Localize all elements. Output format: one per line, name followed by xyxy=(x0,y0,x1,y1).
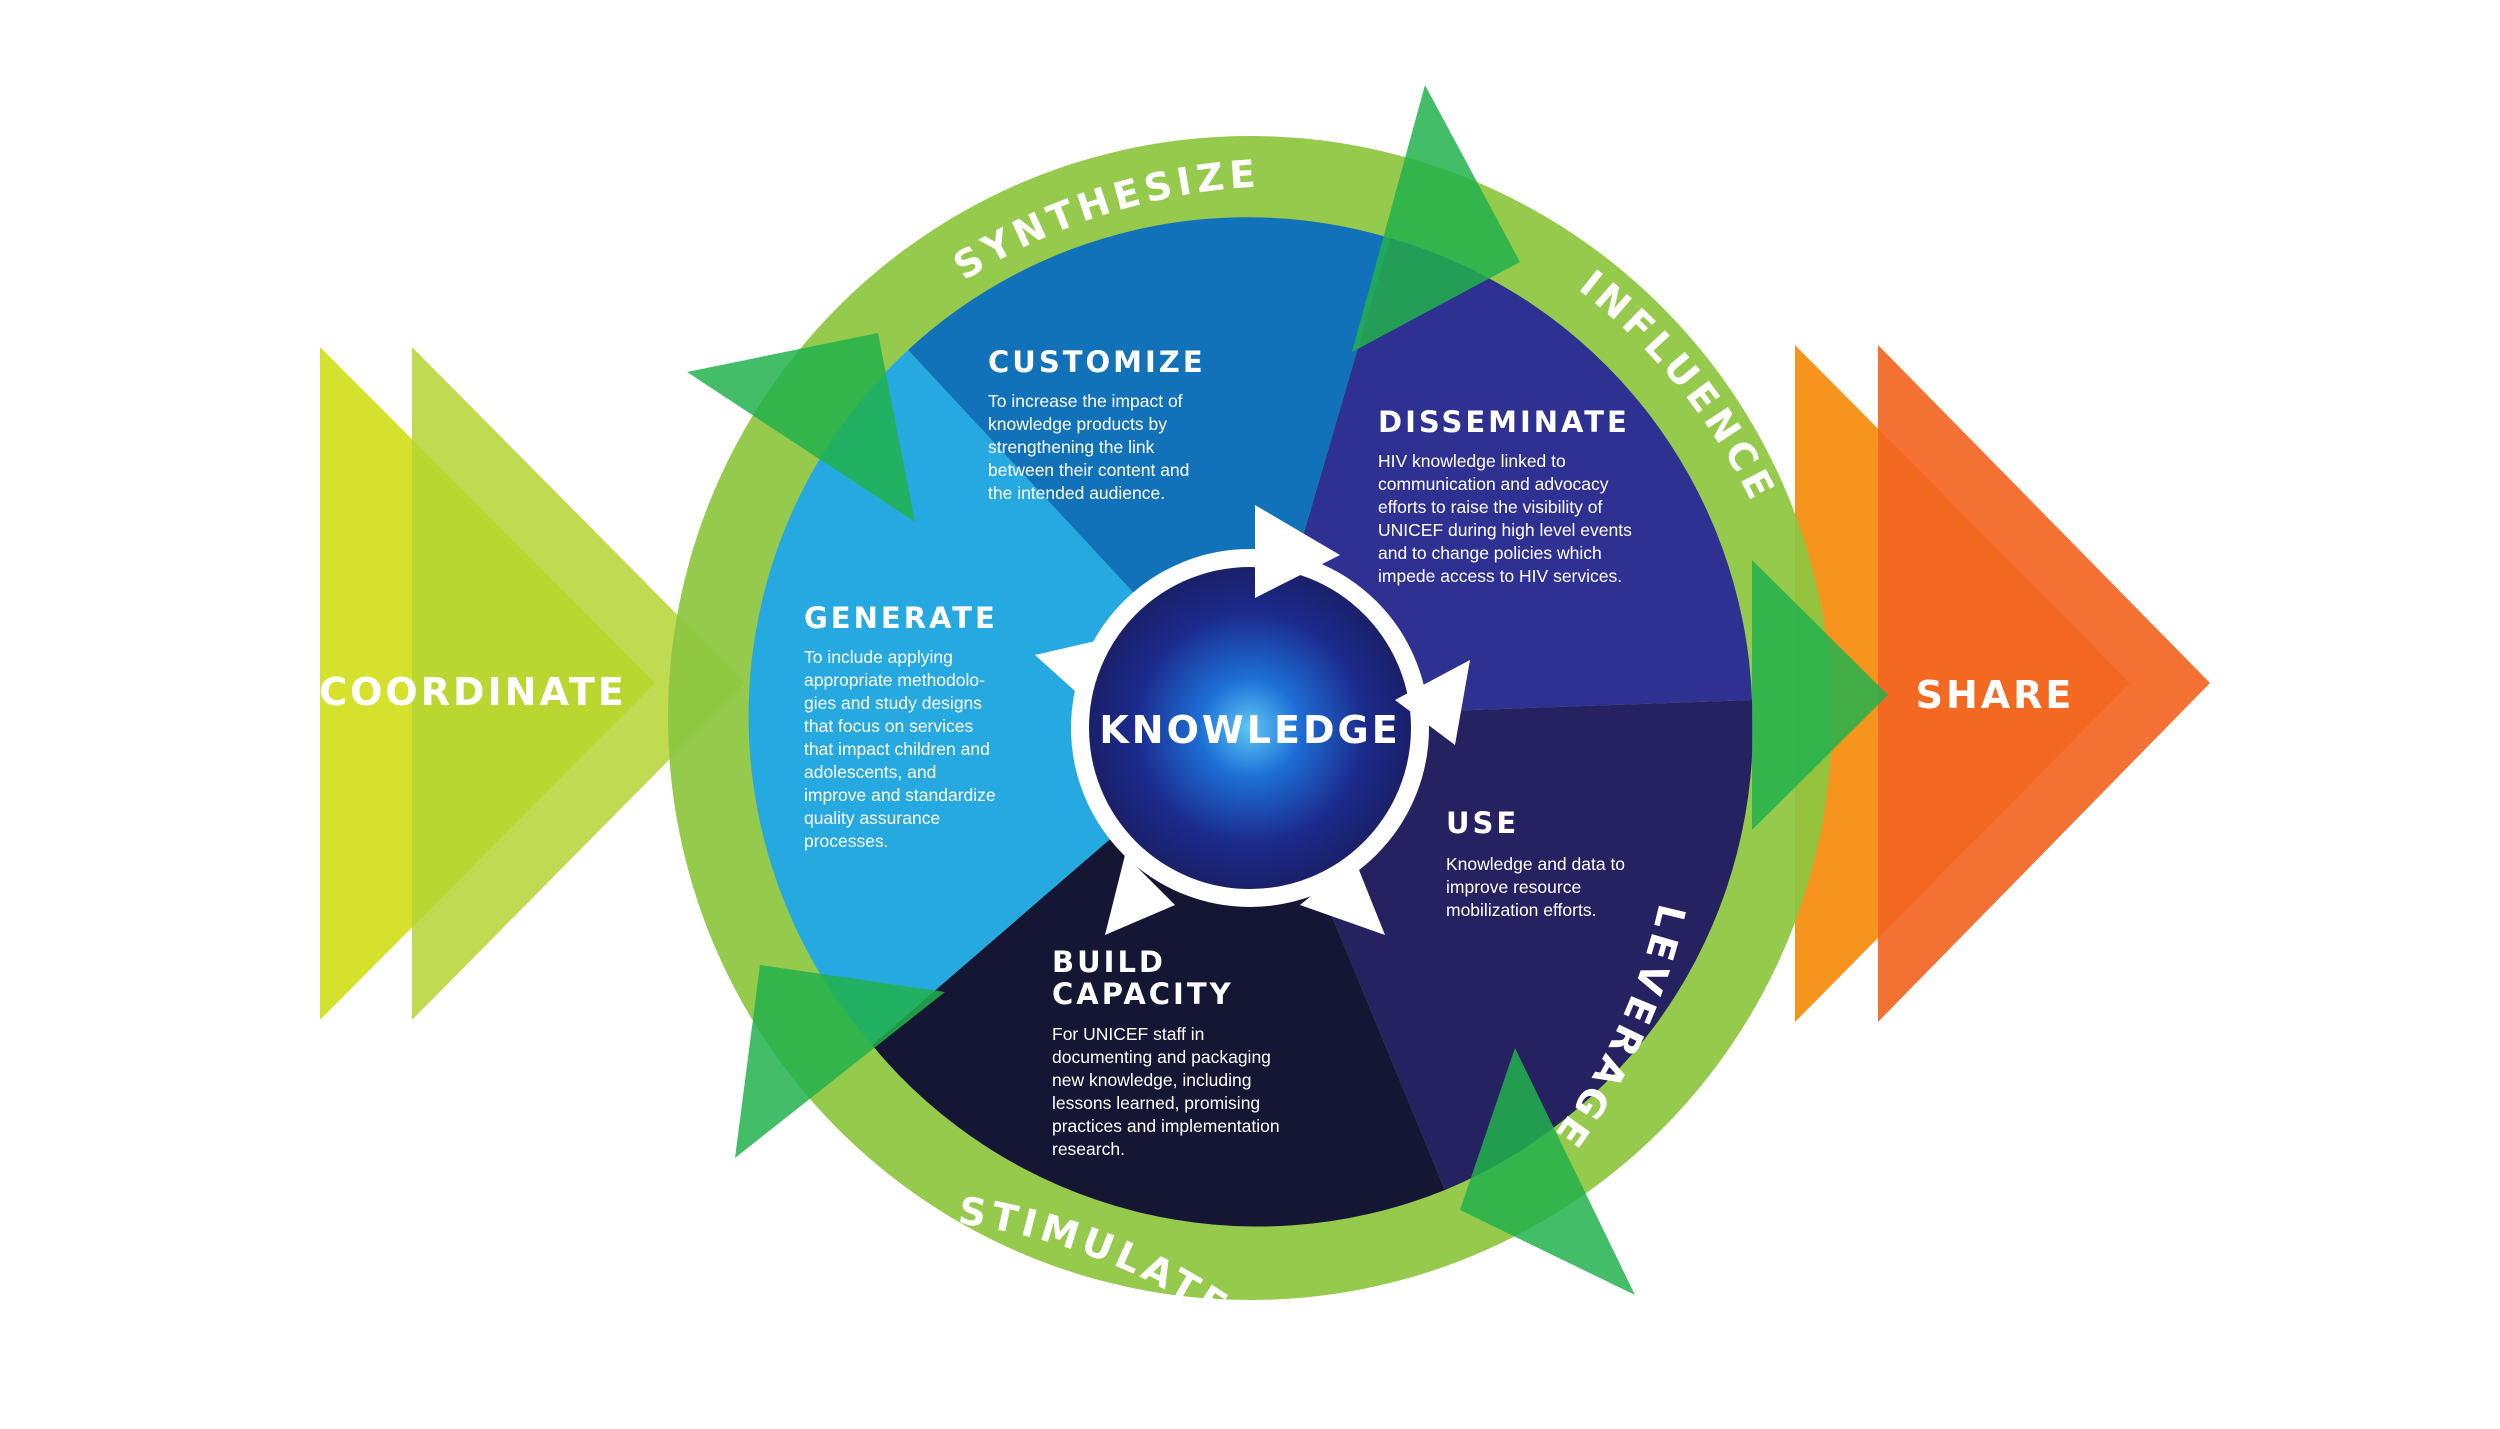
knowledge-cycle-ring xyxy=(1071,549,1429,907)
disseminate-block: DISSEMINATE HIV knowledge linked to comm… xyxy=(1378,405,1637,586)
disseminate-line: communication and advocacy xyxy=(1378,474,1609,494)
disseminate-line: efforts to raise the visibility of xyxy=(1378,497,1602,517)
build-capacity-line: documenting and packaging xyxy=(1052,1047,1271,1067)
knowledge-label: KNOWLEDGE xyxy=(1099,708,1400,752)
use-line: improve resource xyxy=(1446,877,1581,897)
knowledge-core: KNOWLEDGE xyxy=(1035,505,1470,935)
generate-block: GENERATE To include applying appropriate… xyxy=(804,601,1001,851)
customize-line: knowledge products by xyxy=(988,414,1167,434)
generate-line: improve and standardize xyxy=(804,785,996,805)
generate-line: quality assurance xyxy=(804,808,940,828)
ring-arrow-lower-left xyxy=(735,965,945,1158)
use-line: mobilization efforts. xyxy=(1446,900,1596,920)
use-text: Knowledge and data to improve resource m… xyxy=(1446,854,1630,920)
build-capacity-title-line2: CAPACITY xyxy=(1052,977,1234,1011)
build-capacity-line: research. xyxy=(1052,1139,1125,1159)
cycle-arrowhead-bottom-left xyxy=(1105,855,1175,935)
disseminate-title: DISSEMINATE xyxy=(1378,405,1630,439)
build-capacity-block: BUILD CAPACITY For UNICEF staff in docum… xyxy=(1052,945,1285,1159)
build-capacity-line: new knowledge, including xyxy=(1052,1070,1251,1090)
cycle-arrowhead-right xyxy=(1395,660,1470,745)
segment-generate xyxy=(748,350,1250,1045)
coordinate-arrow-front xyxy=(412,347,745,1020)
build-capacity-title-line1: BUILD xyxy=(1052,945,1166,979)
knowledge-core-glow xyxy=(1085,563,1415,893)
build-capacity-line: practices and implementation xyxy=(1052,1116,1280,1136)
cycle-arrowhead-left xyxy=(1035,640,1100,700)
generate-line: appropriate methodolo- xyxy=(804,670,985,690)
generate-line: To include applying xyxy=(804,647,953,667)
disseminate-line: and to change policies which xyxy=(1378,543,1602,563)
build-capacity-text: For UNICEF staff in documenting and pack… xyxy=(1052,1024,1285,1159)
use-block: USE Knowledge and data to improve resour… xyxy=(1446,806,1630,920)
disseminate-line: impede access to HIV services. xyxy=(1378,566,1622,586)
generate-text: To include applying appropriate methodol… xyxy=(804,647,1001,851)
ring-arrow-lower-right xyxy=(1460,1048,1635,1295)
generate-title: GENERATE xyxy=(804,601,998,635)
generate-line: that impact children and xyxy=(804,739,990,759)
cycle-arrowhead-bottom-right xyxy=(1300,860,1385,935)
generate-line: adolescents, and xyxy=(804,762,936,782)
disseminate-line: HIV knowledge linked to xyxy=(1378,451,1566,471)
customize-line: strengthening the link xyxy=(988,437,1155,457)
cycle-arrowhead-top xyxy=(1255,505,1340,598)
generate-line: processes. xyxy=(804,831,889,851)
disseminate-line: UNICEF during high level events xyxy=(1378,520,1632,540)
use-title: USE xyxy=(1446,806,1519,840)
customize-line: To increase the impact of xyxy=(988,391,1183,411)
segment-disseminate xyxy=(1250,238,1752,718)
ring-arrow-upper-left xyxy=(687,333,915,522)
coordinate-label: COORDINATE xyxy=(319,670,627,714)
ring-arrow-top xyxy=(1352,85,1520,352)
share-label: SHARE xyxy=(1916,673,2075,717)
customize-title: CUSTOMIZE xyxy=(988,345,1206,379)
generate-line: gies and study designs xyxy=(804,693,982,713)
coordinate-arrows xyxy=(320,347,745,1020)
build-capacity-line: For UNICEF staff in xyxy=(1052,1024,1204,1044)
ring-arrows xyxy=(687,85,1888,1295)
build-capacity-line: lessons learned, promising xyxy=(1052,1093,1260,1113)
share-arrow-front xyxy=(1878,345,2210,1022)
disseminate-text: HIV knowledge linked to communication an… xyxy=(1378,451,1637,586)
customize-block: CUSTOMIZE To increase the impact of know… xyxy=(988,345,1206,503)
customize-line: between their content and xyxy=(988,460,1189,480)
share-arrows xyxy=(1795,345,2210,1022)
use-line: Knowledge and data to xyxy=(1446,854,1625,874)
generate-line: that focus on services xyxy=(804,716,973,736)
customize-line: the intended audience. xyxy=(988,483,1165,503)
ring-arrow-right xyxy=(1752,560,1888,830)
customize-text: To increase the impact of knowledge prod… xyxy=(988,391,1194,503)
